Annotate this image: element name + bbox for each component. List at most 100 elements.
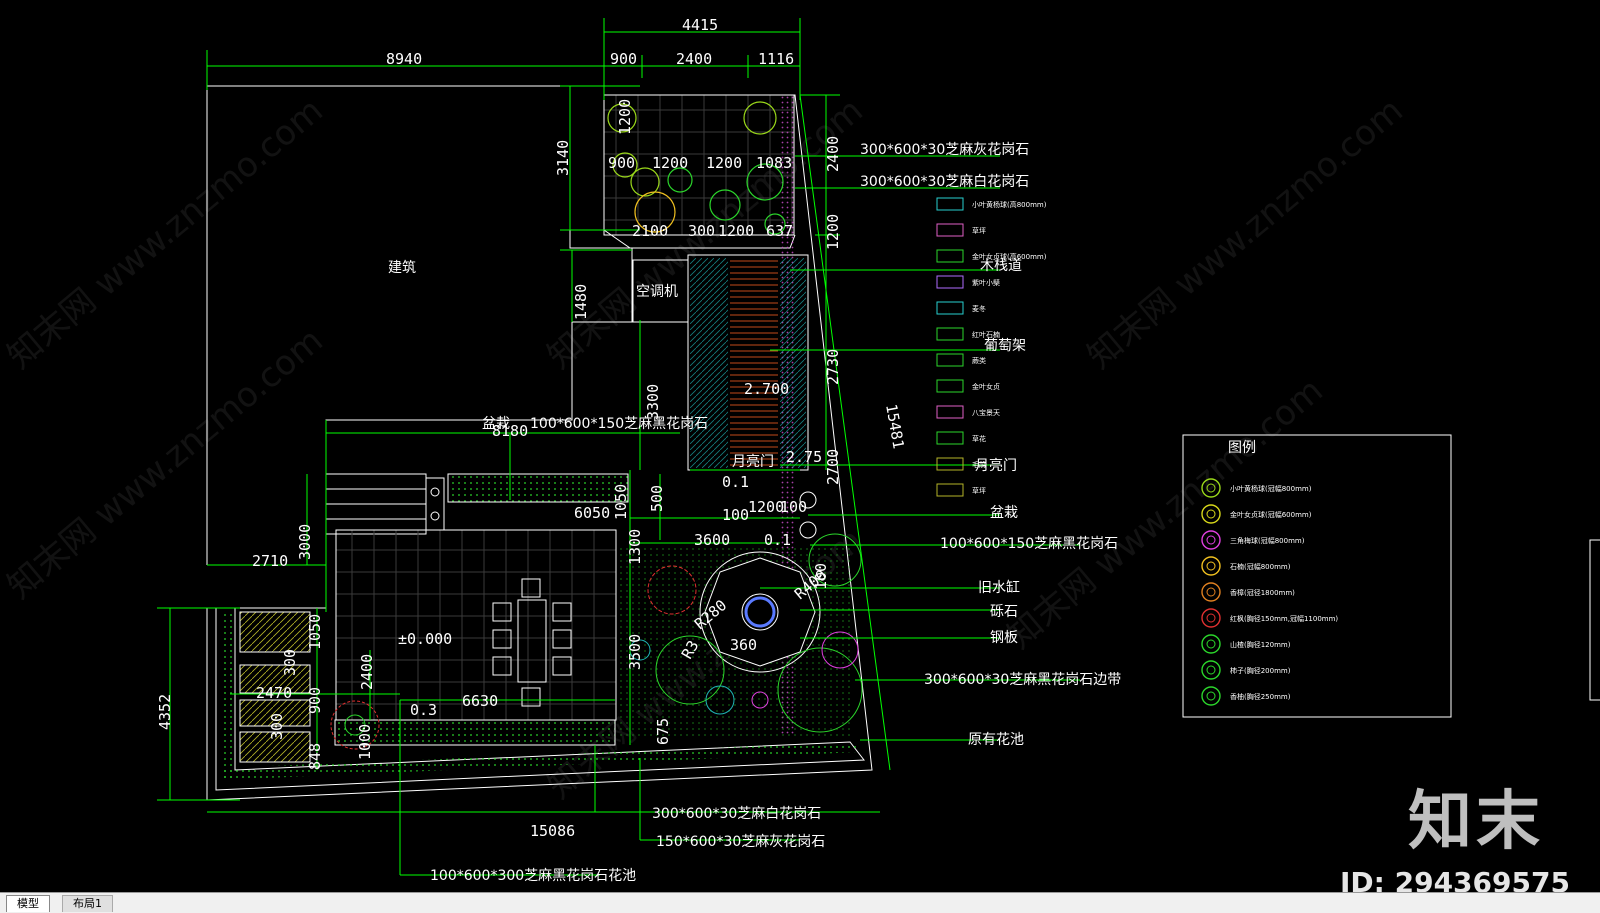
label-black-granite-top: 100*600*150芝麻黑花岗石	[530, 416, 708, 432]
material-swatch	[936, 431, 964, 445]
dim-2470: 2470	[256, 684, 292, 702]
brand-logo: 知末	[1408, 785, 1544, 859]
tab-model[interactable]: 模型	[6, 895, 50, 912]
material-legend: 小叶黄杨球(高800mm)草坪金叶女贞球(高600mm)紫叶小檗麦冬红叶石楠蕨类…	[936, 197, 1047, 497]
plant-legend: 图例 小叶黄杨球(冠幅800mm)金叶女贞球(冠幅600mm)三角梅球(冠幅80…	[1182, 434, 1452, 718]
material-swatch-label: 毛鹃	[972, 460, 986, 469]
off-canvas-fragment	[1589, 539, 1600, 701]
plant-symbol-core	[1206, 691, 1216, 701]
plant-symbol-icon	[1201, 608, 1221, 628]
label-moon-gate-small: 月亮门	[732, 453, 774, 470]
dim-15481: 15481	[882, 403, 908, 451]
label-old-tank: 旧水缸	[978, 579, 1020, 596]
material-swatch	[936, 301, 964, 315]
dim-3000: 3000	[296, 524, 314, 560]
plant-symbol-icon	[1201, 504, 1221, 524]
plant-legend-label: 红枫(胸径150mm,冠幅1100mm)	[1230, 614, 1338, 623]
plant-legend-label: 柿子(胸径200mm)	[1230, 666, 1291, 675]
plant-symbol-icon	[1201, 686, 1221, 706]
label-black-granite-right: 100*600*150芝麻黑花岗石	[940, 536, 1118, 552]
dim-1083: 1083	[756, 154, 792, 172]
dim-1116: 1116	[758, 50, 794, 68]
material-swatch	[936, 483, 964, 497]
plant-legend-label: 香柚(胸径250mm)	[1230, 692, 1291, 701]
stone-terrace	[325, 473, 629, 721]
circular-garden	[618, 491, 863, 738]
dim-300-v: 300	[281, 649, 299, 676]
dim-r360: 360	[730, 636, 757, 654]
material-swatch	[936, 223, 964, 237]
level-03: 0.3	[410, 701, 437, 719]
material-swatch	[936, 197, 964, 211]
dim-2100: 2100	[632, 222, 668, 240]
dim-8180: 8180	[492, 422, 528, 440]
dim-1000: 1000	[356, 724, 374, 760]
dim-900-v: 900	[306, 687, 324, 714]
upper-plants	[607, 101, 786, 235]
material-swatch-label: 麦冬	[972, 304, 986, 313]
cad-drawing-canvas[interactable]: 知末网 www.znzmo.com 知末网 www.znzmo.com 知末网 …	[0, 0, 1600, 892]
material-swatch-label: 八宝景天	[972, 408, 1000, 417]
dim-900-top: 900	[610, 50, 637, 68]
layout-tab-bar: 模型 布局1	[0, 892, 1600, 913]
tab-layout[interactable]: 布局1	[62, 895, 113, 912]
label-existing-bed: 原有花池	[968, 732, 1024, 748]
dim-100-b: 100	[780, 498, 807, 516]
material-swatch	[936, 405, 964, 419]
plant-symbol-core	[1206, 509, 1216, 519]
material-swatch-label: 草坪	[972, 226, 986, 235]
level-01: 0.1	[722, 473, 749, 491]
dim-100-c: 100	[812, 563, 830, 590]
dim-3140: 3140	[554, 140, 572, 176]
dim-1050-b: 1050	[612, 484, 630, 520]
dining-table[interactable]	[492, 578, 572, 707]
dim-2400-v: 2400	[824, 136, 842, 172]
red-maple-tree	[330, 700, 380, 750]
plant-legend-label: 山楂(胸径120mm)	[1230, 640, 1291, 649]
wood-deck	[687, 254, 809, 471]
label-bottom-white: 300*600*30芝麻白花岗石	[652, 806, 821, 822]
label-moon-gate: 月亮门	[975, 457, 1017, 474]
dim-300-row: 300	[688, 222, 715, 240]
dim-2710: 2710	[252, 552, 288, 570]
plant-symbol-core	[1206, 639, 1216, 649]
dim-3500: 3500	[626, 634, 644, 670]
plant-symbol-core	[1206, 535, 1216, 545]
dim-1300: 1300	[626, 529, 644, 565]
dim-2400-top: 2400	[676, 50, 712, 68]
plant-symbol-icon	[1201, 660, 1221, 680]
plant-symbol-icon	[1201, 556, 1221, 576]
dim-1200-d: 1200	[748, 498, 784, 516]
dim-4352: 4352	[156, 694, 174, 730]
dim-6050: 6050	[574, 504, 610, 522]
material-swatch-label: 紫叶小檗	[972, 278, 1000, 287]
plant-legend-label: 小叶黄杨球(冠幅800mm)	[1230, 484, 1312, 493]
level-275: 2.75	[786, 448, 822, 466]
plant-legend-label: 香樟(冠径1800mm)	[1230, 588, 1295, 597]
material-swatch	[936, 249, 964, 263]
dimension-lines	[157, 18, 1080, 876]
dim-15086: 15086	[530, 822, 575, 840]
dim-3300: 3300	[644, 384, 662, 420]
material-swatch	[936, 275, 964, 289]
dim-6630: 6630	[462, 692, 498, 710]
material-swatch-label: 小叶黄杨球(高800mm)	[972, 200, 1047, 209]
dim-8940: 8940	[386, 50, 422, 68]
dim-637: 637	[766, 222, 793, 240]
plant-symbol-core	[1206, 613, 1216, 623]
plant-symbol-icon	[1201, 478, 1221, 498]
material-swatch	[936, 353, 964, 367]
dim-4415: 4415	[682, 16, 718, 34]
dim-1480: 1480	[572, 284, 590, 320]
label-granite-grey: 300*600*30芝麻灰花岗石	[860, 142, 1029, 158]
material-swatch-label: 红叶石楠	[972, 330, 1000, 339]
label-granite-white: 300*600*30芝麻白花岗石	[860, 174, 1029, 190]
label-grape-frame: 葡萄架	[984, 338, 1026, 354]
dimension-texts: 4415 900 2400 1116 8940 3140 1200 900 12…	[156, 16, 908, 840]
dim-848: 848	[306, 743, 324, 770]
level-2700: 2.700	[744, 380, 789, 398]
label-steel: 钢板	[990, 630, 1018, 646]
dim-1200-v: 1200	[616, 99, 634, 135]
dim-300-v2: 300	[268, 713, 286, 740]
ac-unit	[632, 259, 689, 323]
